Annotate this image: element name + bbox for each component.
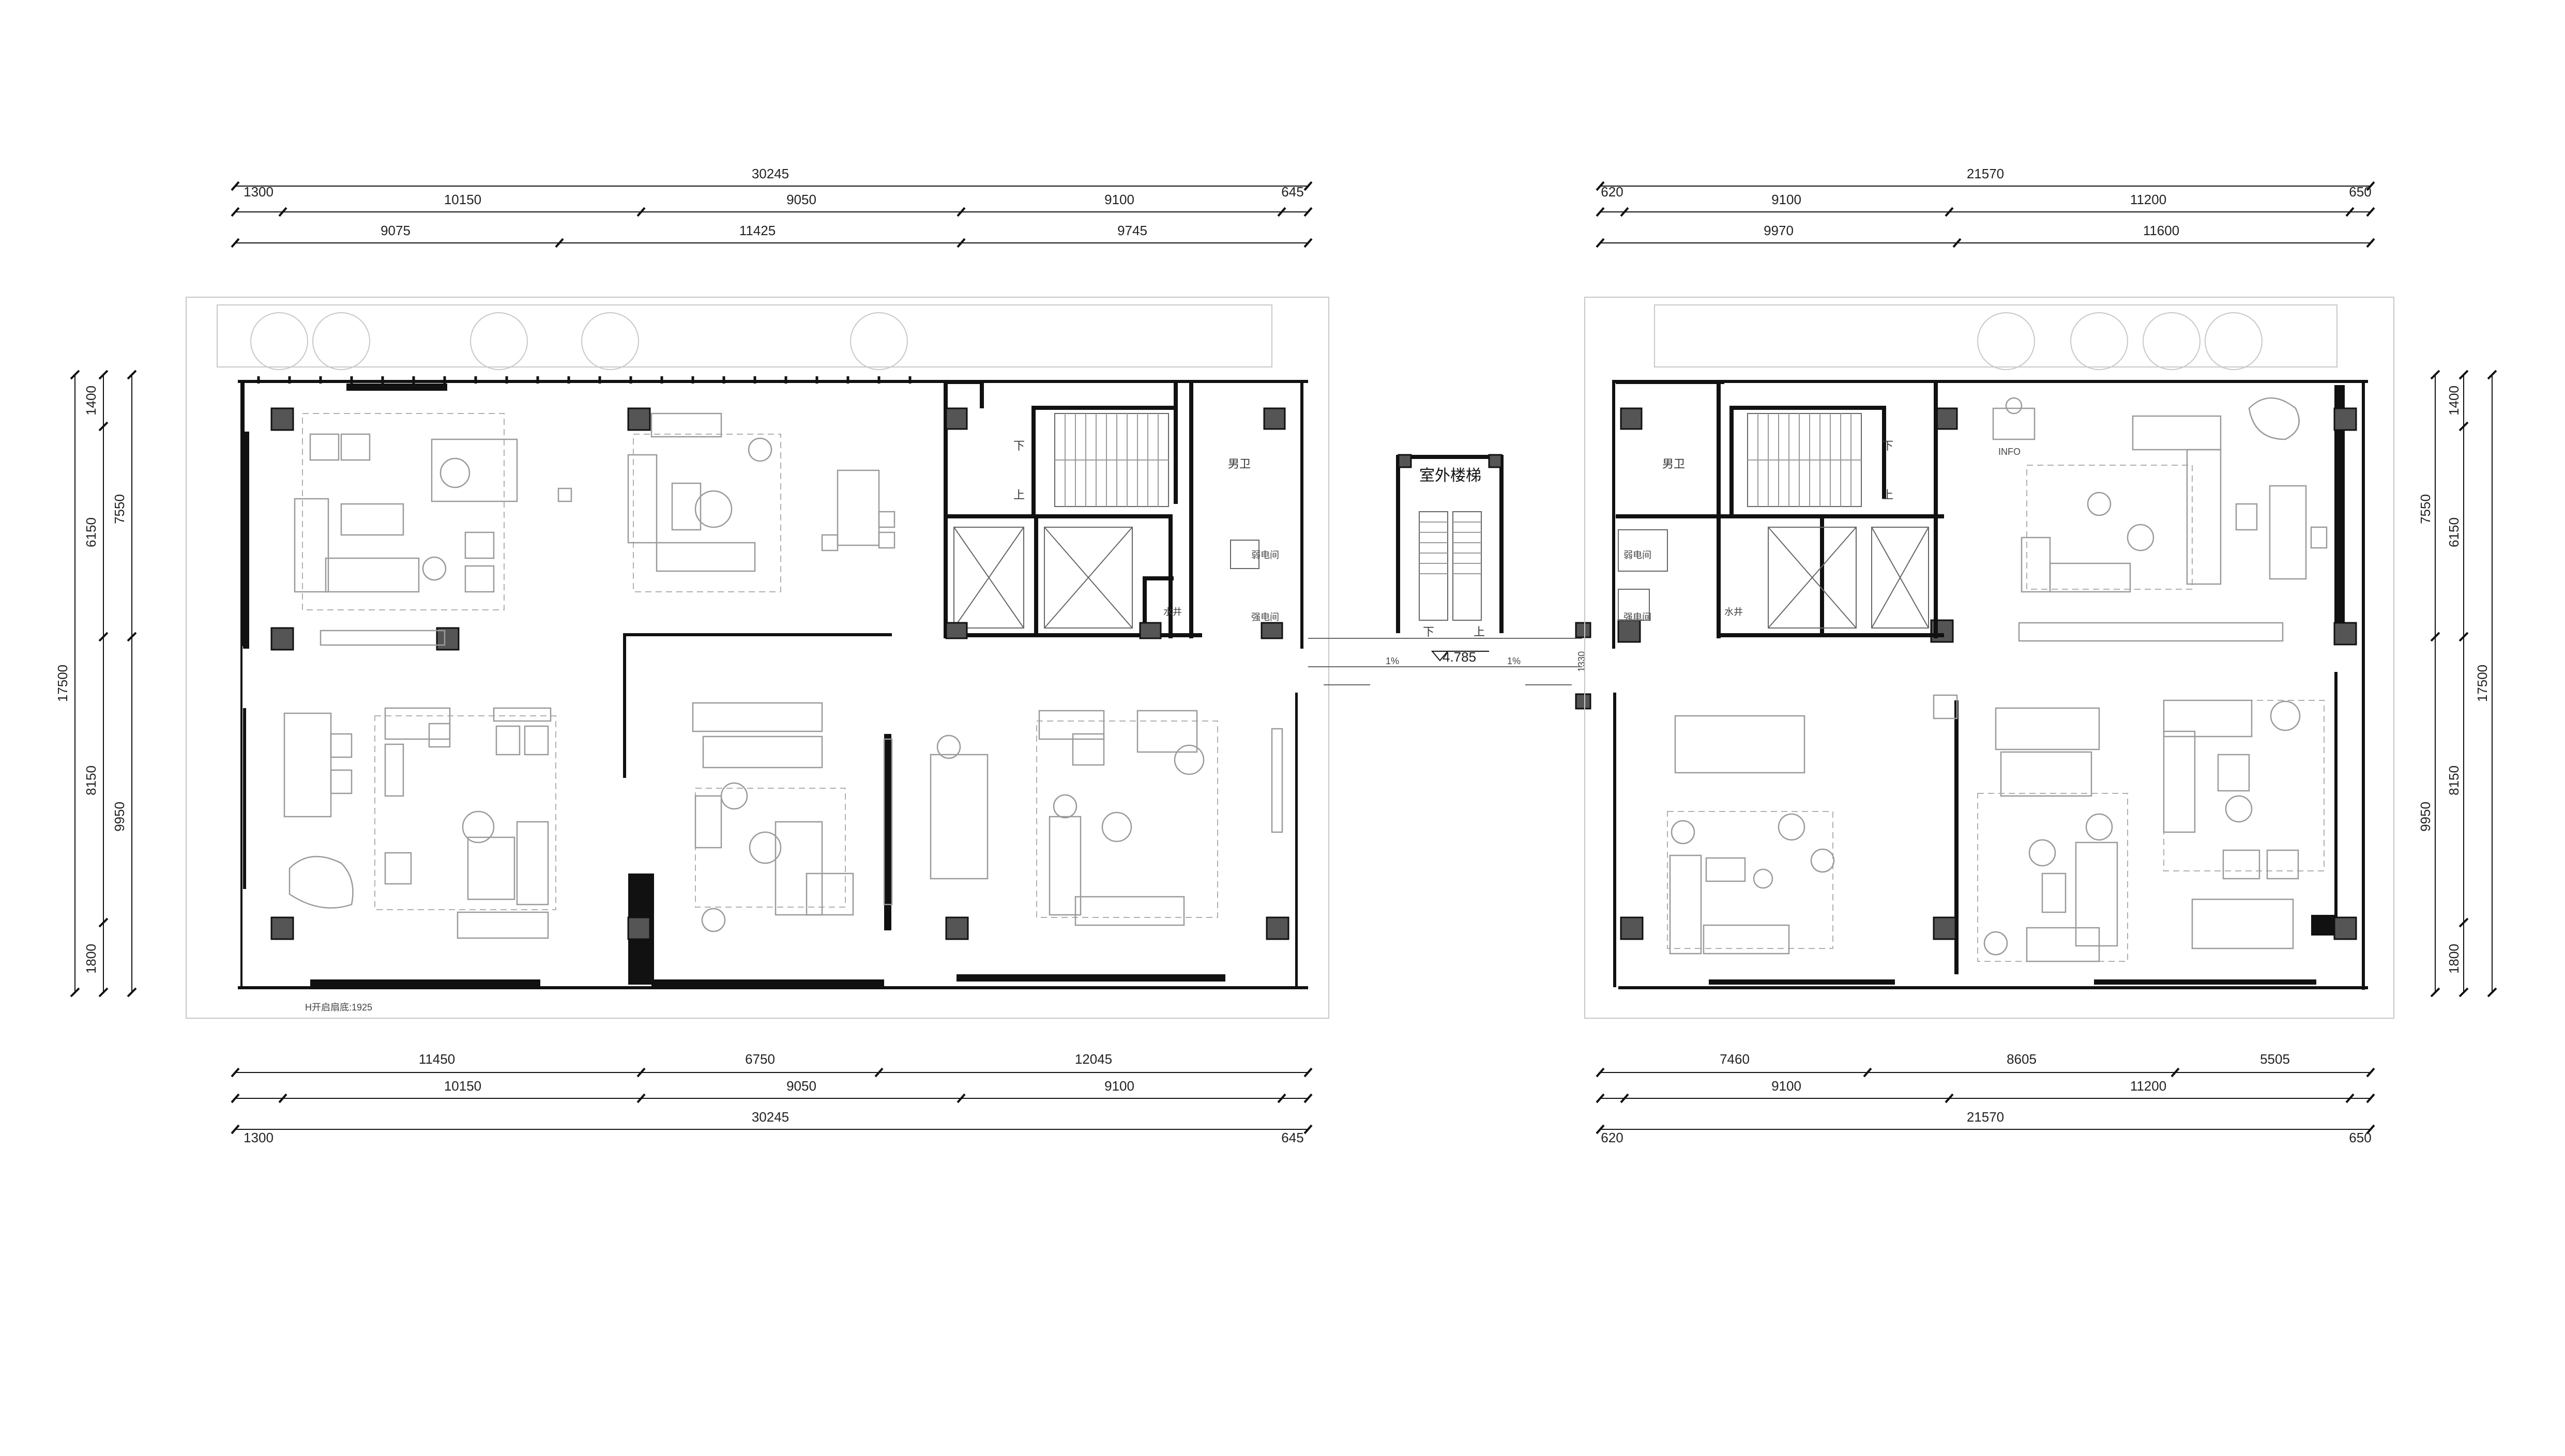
right-furniture xyxy=(1667,397,2328,962)
outdoor-slope-right: 1% xyxy=(1507,656,1521,666)
left-side-seg-1800: 1800 xyxy=(83,944,99,974)
left-bottom-seg-10150: 10150 xyxy=(444,1078,481,1094)
right-top-seg-620: 620 xyxy=(1601,184,1623,200)
left-core: 下 上 男卫 弱电间 强电间 水井 xyxy=(944,380,1286,639)
right-top-seg-9100: 9100 xyxy=(1771,192,1801,207)
right-bottom-seg-5505: 5505 xyxy=(2260,1051,2290,1067)
left-floor-plan: 下 上 男卫 弱电间 强电间 水井 xyxy=(186,297,1329,1019)
left-bottom-seg-1300: 1300 xyxy=(244,1130,274,1145)
right-side-seg-1400: 1400 xyxy=(2446,386,2462,416)
right-top-seg-11200: 11200 xyxy=(2130,192,2166,207)
left-top-seg-1300: 1300 xyxy=(244,184,274,200)
left-window-note: H开启扇底:1925 xyxy=(305,1002,372,1013)
left-bottom-seg-6750: 6750 xyxy=(745,1051,775,1067)
left-top-seg-9050: 9050 xyxy=(786,192,816,207)
right-stair-down-label: 下 xyxy=(1882,440,1893,453)
left-stair-down-label: 下 xyxy=(1013,440,1025,453)
left-bottom-seg-645: 645 xyxy=(1281,1130,1303,1145)
right-top-seg-650: 650 xyxy=(2349,184,2371,200)
outdoor-stair-up: 上 xyxy=(1474,626,1485,639)
outdoor-slope-left: 1% xyxy=(1386,656,1399,666)
left-bottom-dimensions: 11450 6750 12045 10150 9050 9100 1300 30… xyxy=(231,1051,1313,1145)
right-top-seg-11600: 11600 xyxy=(2143,223,2179,238)
left-top-dimensions: 30245 1300 10150 9050 9100 645 9075 1142… xyxy=(231,166,1313,248)
left-side-seg-1400: 1400 xyxy=(83,386,99,416)
left-stair-up-label: 上 xyxy=(1013,489,1025,502)
right-weak-current-label: 弱电间 xyxy=(1623,550,1651,560)
left-bottom-total: 30245 xyxy=(752,1109,789,1125)
left-side-total: 17500 xyxy=(55,665,70,702)
right-bottom-seg-620: 620 xyxy=(1601,1130,1623,1145)
right-side-dimensions: 7550 9950 1400 6150 8150 1800 17500 xyxy=(2418,370,2497,998)
right-core: 下 上 男卫 弱电间 强电间 水井 xyxy=(1616,380,1944,638)
left-side-dimensions: 17500 1400 6150 8150 1800 7550 9950 xyxy=(55,370,137,998)
right-bottom-total: 21570 xyxy=(1967,1109,2004,1125)
right-bottom-seg-650: 650 xyxy=(2349,1130,2371,1145)
right-bottom-seg-9100: 9100 xyxy=(1771,1078,1801,1094)
right-top-seg-9970: 9970 xyxy=(1764,223,1794,238)
right-restroom-label: 男卫 xyxy=(1662,458,1685,471)
right-bottom-seg-8605: 8605 xyxy=(2007,1051,2037,1067)
left-side-seg-7550: 7550 xyxy=(112,494,127,524)
left-top-seg-9075: 9075 xyxy=(381,223,411,238)
left-restroom-label: 男卫 xyxy=(1228,458,1251,471)
left-furniture xyxy=(283,412,1283,939)
left-weak-current-label: 弱电间 xyxy=(1251,550,1279,560)
left-top-seg-11425: 11425 xyxy=(739,223,776,238)
right-side-seg-9950: 9950 xyxy=(2418,802,2433,832)
right-bottom-seg-7460: 7460 xyxy=(1720,1051,1750,1067)
info-desk-label: INFO xyxy=(1998,447,2021,457)
center-outdoor-stair: 室外楼梯 下 上 4.785 1% 1% 1330 xyxy=(1308,454,1591,710)
right-side-seg-8150: 8150 xyxy=(2446,765,2462,795)
left-top-seg-10150: 10150 xyxy=(444,192,481,207)
right-side-total: 17500 xyxy=(2475,665,2490,702)
right-top-total: 21570 xyxy=(1967,166,2004,181)
right-floor-plan: 下 上 男卫 弱电间 强电间 水井 INFO xyxy=(1584,297,2394,1019)
left-strong-current-label: 强电间 xyxy=(1251,612,1279,622)
outdoor-stair-title: 室外楼梯 xyxy=(1419,467,1481,485)
right-bottom-dimensions: 7460 8605 5505 9100 11200 620 21570 650 xyxy=(1596,1051,2375,1145)
left-top-seg-9100: 9100 xyxy=(1104,192,1134,207)
left-bottom-seg-9100: 9100 xyxy=(1104,1078,1134,1094)
left-top-seg-645: 645 xyxy=(1281,184,1303,200)
right-side-seg-1800: 1800 xyxy=(2446,944,2462,974)
right-stair-up-label: 上 xyxy=(1882,489,1893,502)
left-water-shaft-label: 水井 xyxy=(1163,607,1182,617)
left-bottom-seg-9050: 9050 xyxy=(786,1078,816,1094)
right-top-dimensions: 21570 620 9100 11200 650 9970 11600 xyxy=(1596,166,2375,248)
outdoor-stair-down: 下 xyxy=(1423,626,1434,639)
right-bottom-seg-11200: 11200 xyxy=(2130,1078,2166,1094)
left-side-seg-8150: 8150 xyxy=(83,765,99,795)
left-top-seg-9745: 9745 xyxy=(1117,223,1147,238)
left-side-seg-9950: 9950 xyxy=(112,802,127,832)
left-side-seg-6150: 6150 xyxy=(83,517,99,547)
left-bottom-seg-12045: 12045 xyxy=(1075,1051,1112,1067)
left-bottom-seg-11450: 11450 xyxy=(419,1051,455,1067)
right-water-shaft-label: 水井 xyxy=(1724,607,1743,617)
left-top-total: 30245 xyxy=(752,166,789,181)
right-side-seg-6150: 6150 xyxy=(2446,517,2462,547)
outdoor-stair-level: 4.785 xyxy=(1443,649,1476,665)
right-side-seg-7550: 7550 xyxy=(2418,494,2433,524)
